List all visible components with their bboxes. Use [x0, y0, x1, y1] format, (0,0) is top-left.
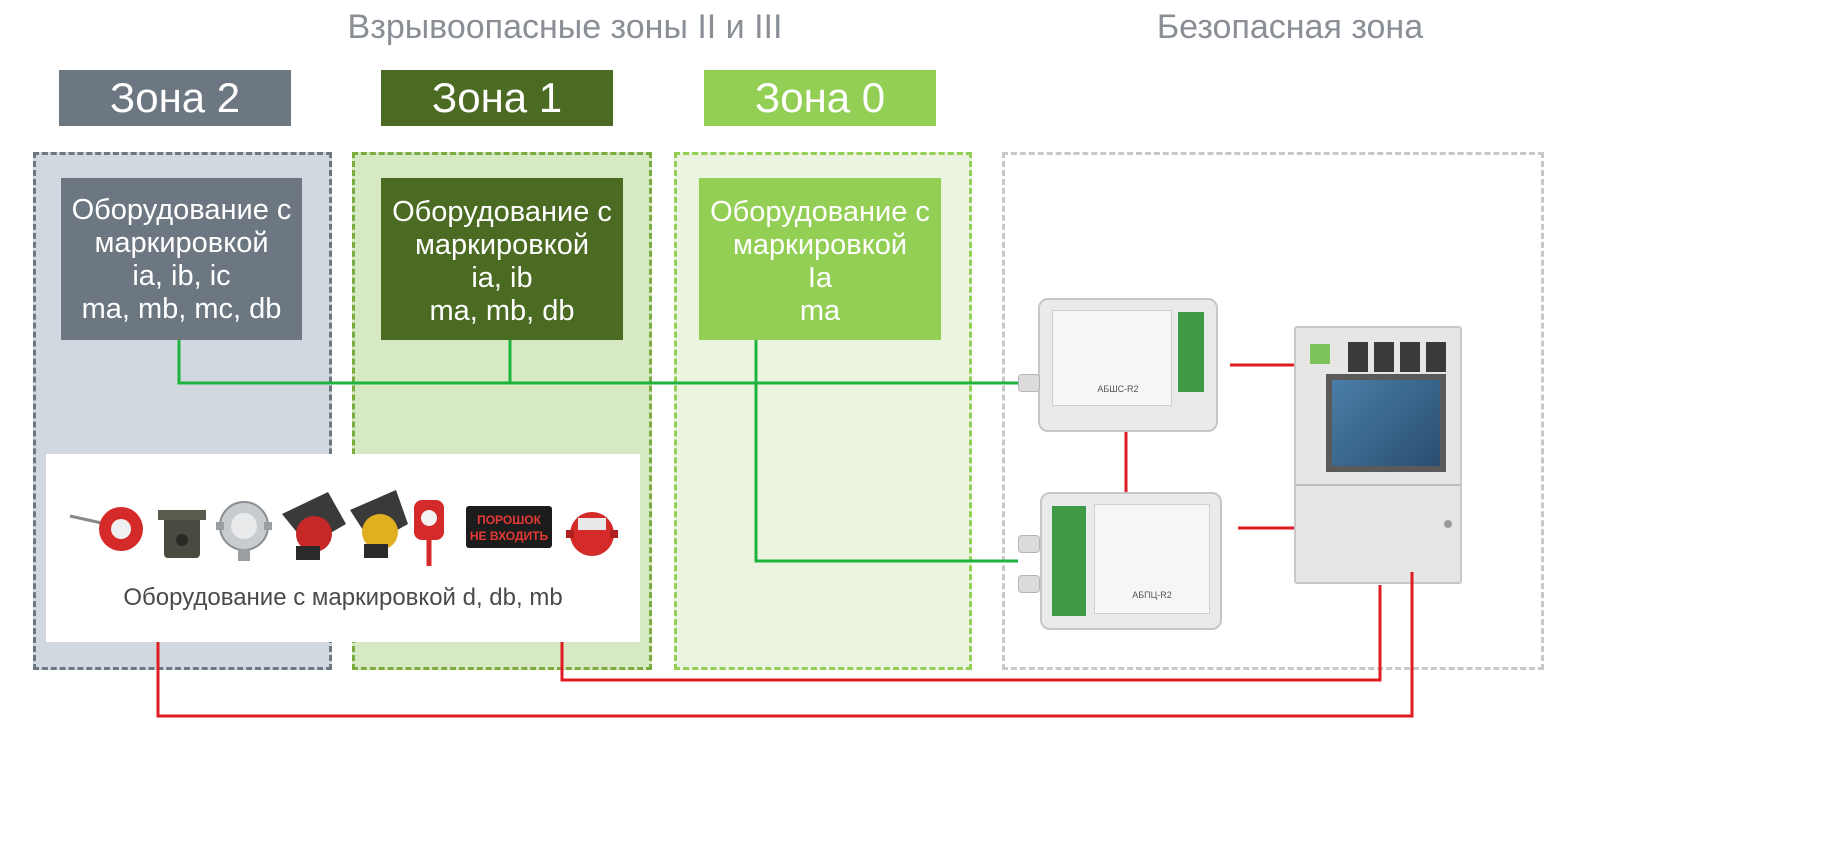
equipment-line: маркировкой — [94, 227, 269, 259]
cabinet-screen — [1326, 374, 1446, 472]
module-top-panel — [1052, 310, 1172, 406]
equipment-line: маркировкой — [732, 229, 908, 261]
equipment-line: Оборудование с — [392, 196, 612, 228]
sign-text-line: ПОРОШОК — [477, 513, 542, 527]
controller-cabinet — [1294, 326, 1462, 584]
equipment-line: Оборудование с — [71, 194, 292, 226]
flame-detector-icon — [414, 500, 444, 566]
red-detector-icon — [69, 507, 143, 551]
safe-zone-title: Безопасная зона — [1156, 8, 1424, 46]
module-bottom-terminal — [1052, 506, 1086, 616]
equipment-line: ia, ib, ic — [132, 260, 231, 292]
red-wire-panel-inner — [560, 585, 1382, 682]
equipment-line: ia, ib — [471, 262, 533, 294]
green-wire-zone0 — [754, 340, 1018, 563]
module-bottom-cable-gland-2 — [1018, 575, 1040, 593]
equipment-line: ma, mb, mc, db — [81, 293, 282, 325]
equipment-line: Ia — [807, 262, 833, 294]
cabinet-logo — [1310, 344, 1330, 364]
cabinet-indicator-grid — [1348, 342, 1448, 372]
module-bottom-cable-gland — [1018, 535, 1040, 553]
warning-sign-icon: ПОРОШОК НЕ ВХОДИТЬ — [466, 506, 552, 548]
sounder-red-icon — [282, 492, 346, 560]
zone-0-label: Зона 0 — [704, 70, 936, 126]
cabinet-lock — [1444, 520, 1452, 528]
zone-2-equipment-box: Оборудование с маркировкой ia, ib, ic ma… — [61, 178, 302, 340]
hazardous-zones-title: Взрывоопасные зоны II и III — [347, 8, 783, 46]
junction-box-icon — [158, 510, 206, 558]
explosion-proof-caption: Оборудование с маркировкой d, db, mb — [123, 584, 563, 611]
module-bottom-panel — [1094, 504, 1210, 614]
equipment-line: ma, mb, db — [429, 295, 575, 327]
explosion-proof-devices-illustration: ПОРОШОК НЕ ВХОДИТЬ — [69, 490, 618, 566]
zone-0-equipment-box: Оборудование с маркировкой Ia ma — [699, 178, 941, 340]
green-wire-zone2-zone1 — [177, 340, 1018, 385]
module-top-label: АБШС-R2 — [1097, 384, 1139, 394]
equipment-line: Оборудование с — [710, 196, 930, 228]
explosion-proof-panel: ПОРОШОК НЕ ВХОДИТЬ Оборудование с маркир… — [46, 454, 640, 642]
red-sensor-icon — [566, 512, 618, 556]
red-wire-panel-outer — [156, 572, 1414, 718]
module-top-cable-gland — [1018, 374, 1040, 392]
zone-1-label: Зона 1 — [381, 70, 613, 126]
zone-1-equipment-box: Оборудование с маркировкой ia, ib ma, mb… — [381, 178, 623, 340]
equipment-line: ma — [799, 295, 841, 327]
cabinet-divider — [1296, 484, 1460, 486]
equipment-line: маркировкой — [414, 229, 590, 261]
module-top-device: АБШС-R2 — [1038, 298, 1218, 432]
sign-text-line: НЕ ВХОДИТЬ — [470, 529, 549, 543]
zone-2-label: Зона 2 — [59, 70, 291, 126]
grey-housing-icon — [216, 501, 272, 561]
module-bottom-label: АБПЦ-R2 — [1132, 590, 1172, 600]
sounder-yellow-icon — [350, 490, 408, 558]
module-top-terminal — [1178, 312, 1204, 392]
module-bottom-device: АБПЦ-R2 — [1040, 492, 1222, 630]
